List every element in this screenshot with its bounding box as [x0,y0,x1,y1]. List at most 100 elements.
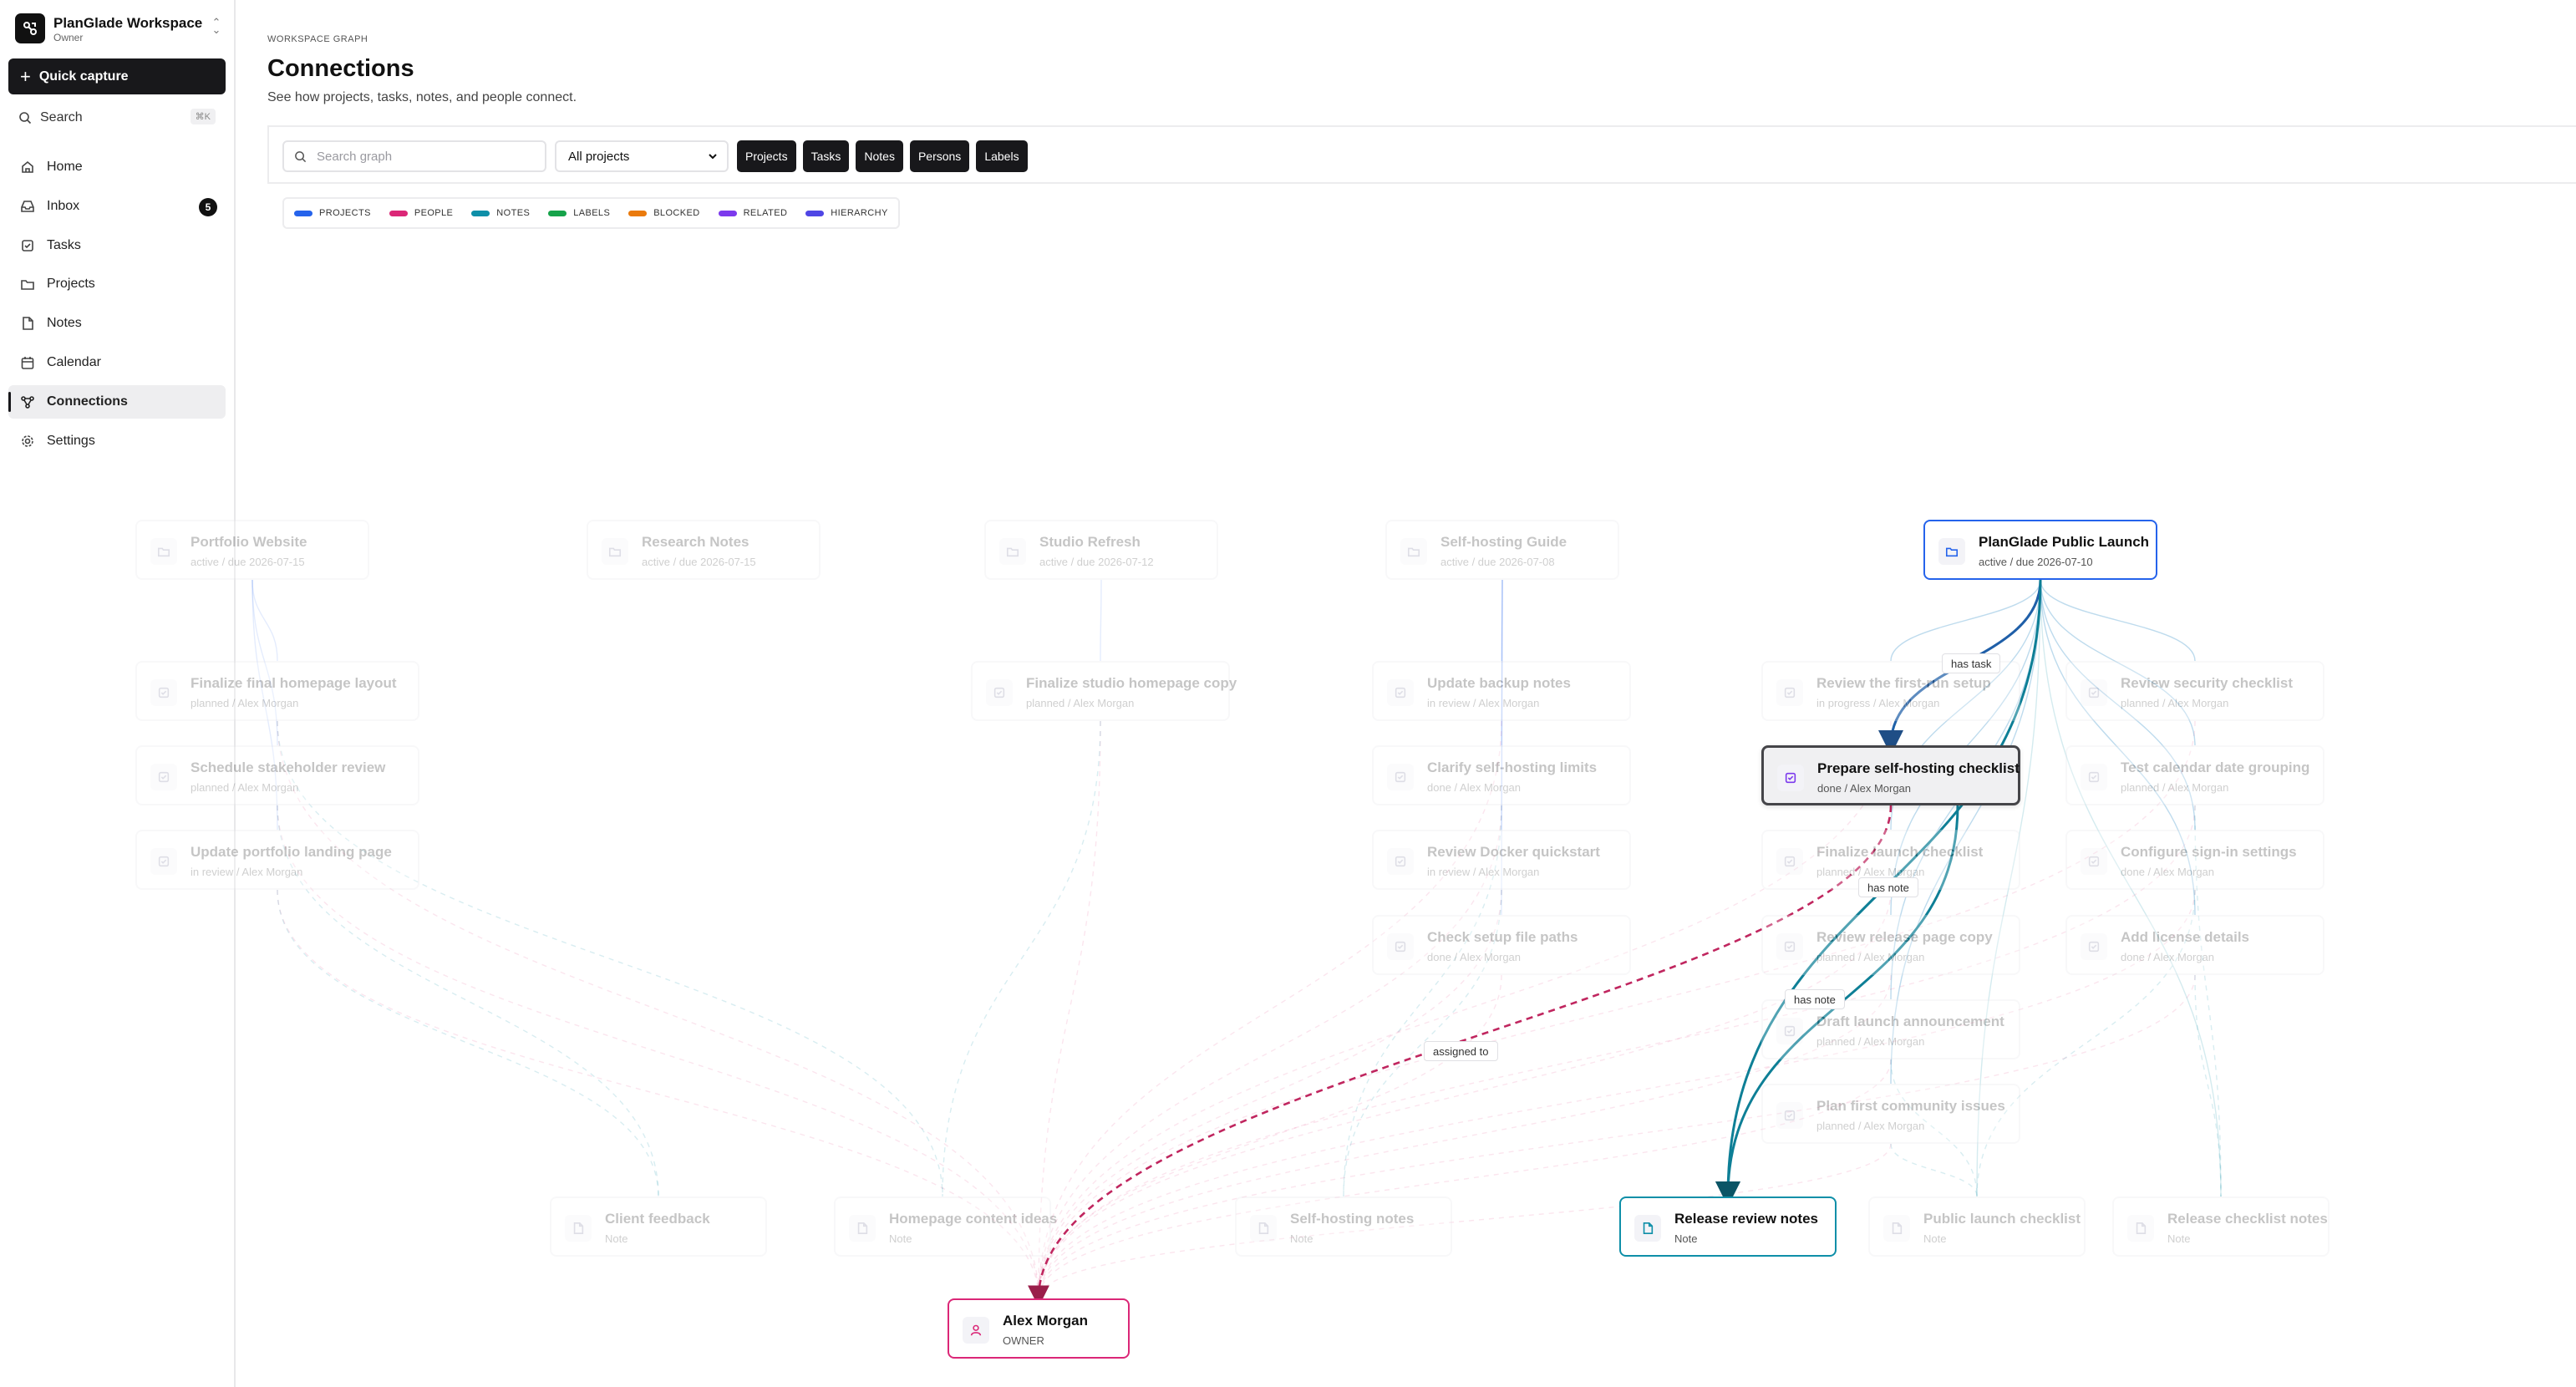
checkbox-icon [1776,1018,1803,1044]
faded-edge-hierarchy [2040,579,2196,916]
legend-swatch [628,210,648,216]
workspace-switcher[interactable]: PlanGlade Workspace Owner ⌃⌄ [13,12,222,45]
faded-edge-project [2040,579,2196,746]
checkbox-icon [2081,933,2107,960]
node-title: Review Docker quickstart [1427,844,1600,860]
faded-edge-assigned [1038,805,2196,1299]
sidebar-item-projects[interactable]: Projects [8,267,226,301]
chevron-updown-icon: ⌃⌄ [211,16,221,36]
node-title: Review the first-run setup [1816,675,1991,691]
faded-edge-assigned [1038,889,1892,1299]
sidebar-item-settings[interactable]: Settings [8,424,226,458]
faded-edge-hierarchy [252,579,278,831]
sidebar-item-home[interactable]: Home [8,150,226,184]
faded-edge-assigned [1038,889,1502,1299]
filter-labels-toggle[interactable]: Labels [976,140,1028,172]
node-subtitle: done / Alex Morgan [1427,781,1522,794]
faded-edge-project [2040,579,2222,1197]
filter-notes-toggle[interactable]: Notes [856,140,903,172]
workspace-role: Owner [53,32,84,43]
sidebar-item-connections[interactable]: Connections [8,384,226,419]
edge-label-has-task: has task [1942,653,2001,673]
checkbox-icon [1387,679,1414,706]
node-title: Studio Refresh [1039,534,1141,550]
node-title: Draft launch announcement [1816,1014,2004,1029]
faded-edge-note [2194,805,2222,1197]
checkbox-icon [2081,848,2107,875]
faded-edge-hierarchy [2040,579,2196,662]
filter-tasks-toggle[interactable]: Tasks [802,140,850,172]
faded-edge-project [1890,579,2041,1085]
page-title: Connections [267,55,414,82]
node-title: Review security checklist [2121,675,2294,691]
note-icon [1634,1215,1661,1242]
legend-item-projects: PROJECTS [294,208,371,218]
legend-item-blocked: BLOCKED [628,208,699,218]
calendar-icon [20,355,35,370]
faded-edge-note [942,720,1101,1197]
legend-label: RELATED [743,208,788,218]
checkbox-icon [986,679,1013,706]
quick-capture-button[interactable]: + Quick capture [8,58,226,94]
sidebar-item-tasks[interactable]: Tasks [8,229,226,262]
node-subtitle: Note [1290,1232,1313,1245]
faded-edge-assigned [1038,805,1502,1299]
filter-projects-toggle[interactable]: Projects [737,140,796,172]
node-title: Homepage content ideas [889,1211,1058,1227]
faded-edge-project [1890,579,2041,662]
note-icon [1883,1215,1910,1242]
folder-icon [999,538,1026,565]
edge-assigned-to [1028,805,1893,1308]
user-icon [963,1317,989,1344]
node-subtitle: planned / Alex Morgan [191,697,299,709]
sidebar-item-label: Projects [47,277,95,292]
graph-search-input[interactable] [317,149,534,164]
checkbox-icon [150,848,177,875]
project-filter-select[interactable]: All projects [555,140,729,172]
legend-swatch [548,210,567,216]
faded-edge-assigned [1038,720,1101,1299]
faded-edge-project [2040,579,2196,916]
sidebar-search-button[interactable]: Search ⌘K [8,105,226,130]
sidebar-item-notes[interactable]: Notes [8,307,226,340]
quick-capture-label: Quick capture [38,69,129,84]
graph-search-field[interactable] [282,140,546,172]
sidebar-item-calendar[interactable]: Calendar [8,346,226,379]
sidebar-item-inbox[interactable]: Inbox 5 [8,190,226,223]
filter-persons-toggle[interactable]: Persons [909,140,970,172]
faded-edge-assigned [1038,720,2196,1299]
legend-label: LABELS [573,208,611,218]
node-title: Review release page copy [1816,929,1993,945]
node-title: Portfolio Website [191,534,307,550]
